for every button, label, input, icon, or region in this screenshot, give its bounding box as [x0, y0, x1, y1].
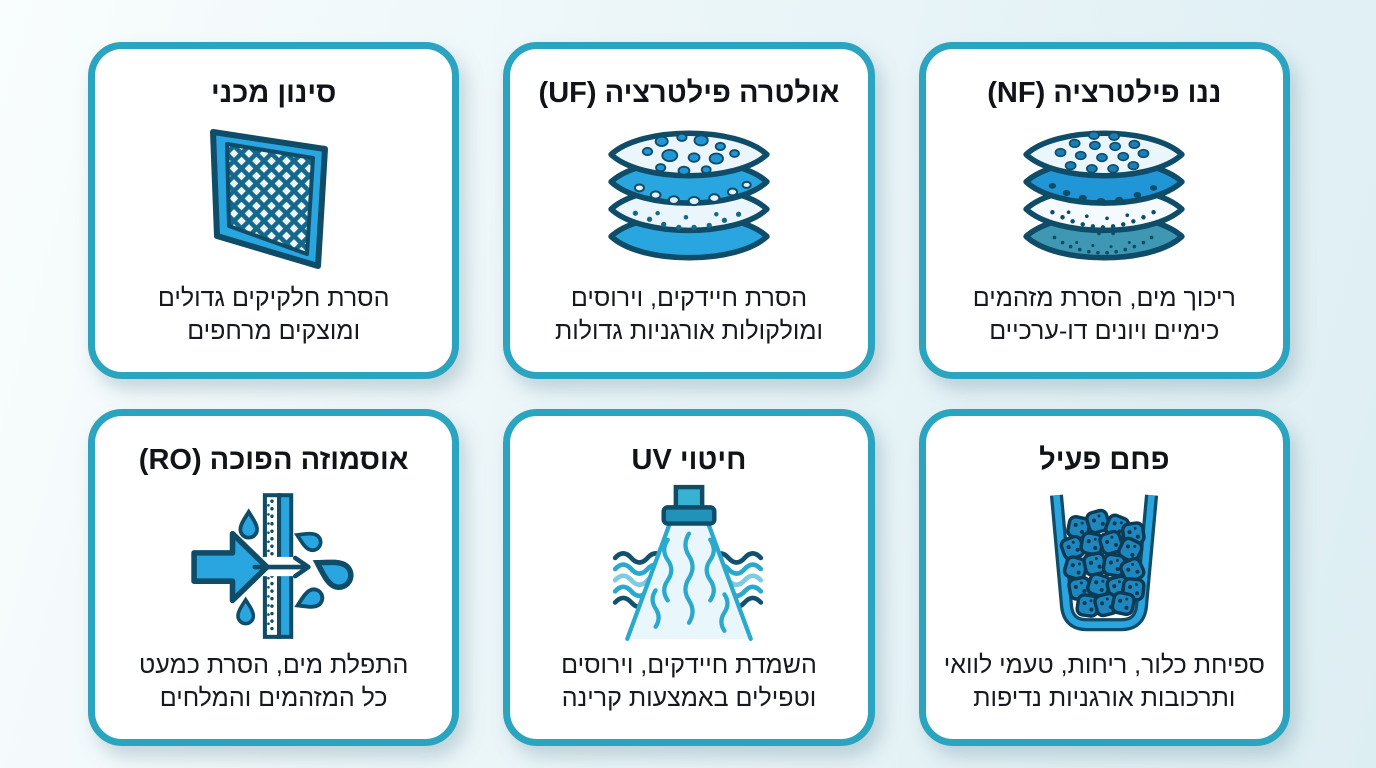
card-description: ריכוך מים, הסרת מזהמים כימיים ויונים דו-…: [972, 284, 1236, 345]
card-title: פחם פעיל: [1039, 444, 1170, 476]
arrow-through-membrane-icon: [188, 477, 360, 649]
carbon-granules-icon: [1018, 477, 1190, 649]
card-activated-carbon: פחם פעיל: [918, 409, 1290, 746]
card-nanofiltration: ננו פילטרציה (NF): [918, 42, 1290, 379]
card-title: חיטוי UV: [631, 444, 747, 476]
card-title: אולטרה פילטרציה (UF): [538, 77, 840, 109]
card-title: ננו פילטרציה (NF): [987, 77, 1222, 109]
card-uv-disinfection: חיטוי UV: [503, 409, 875, 746]
cards-grid: סינון מכני הסרת חלקיקים גדולים ומוצקים מ…: [88, 42, 1290, 746]
membrane-layers-dense-icon: [1018, 110, 1190, 282]
card-ultrafiltration: אולטרה פילטרציה (UF): [503, 42, 875, 379]
card-description: התפלת מים, הסרת כמעט כל המזהמים והמלחים: [138, 651, 409, 712]
card-title: אוסמוזה הפוכה (RO): [138, 444, 409, 476]
card-description: השמדת חיידקים, וירוסים וטפילים באמצעות ק…: [561, 651, 817, 712]
card-description: הסרת חיידקים, וירוסים ומולקולות אורגניות…: [554, 284, 824, 345]
mesh-filter-icon: [188, 110, 360, 282]
card-description: ספיחת כלור, ריחות, טעמי לוואי ותרכובות א…: [943, 651, 1265, 712]
membrane-layers-icon: [603, 110, 775, 282]
card-reverse-osmosis: אוסמוזה הפוכה (RO): [88, 409, 460, 746]
card-mechanical-filtration: סינון מכני הסרת חלקיקים גדולים ומוצקים מ…: [88, 42, 460, 379]
card-description: הסרת חלקיקים גדולים ומוצקים מרחפים: [157, 284, 390, 345]
card-title: סינון מכני: [210, 77, 337, 109]
uv-lamp-icon: [603, 477, 775, 649]
